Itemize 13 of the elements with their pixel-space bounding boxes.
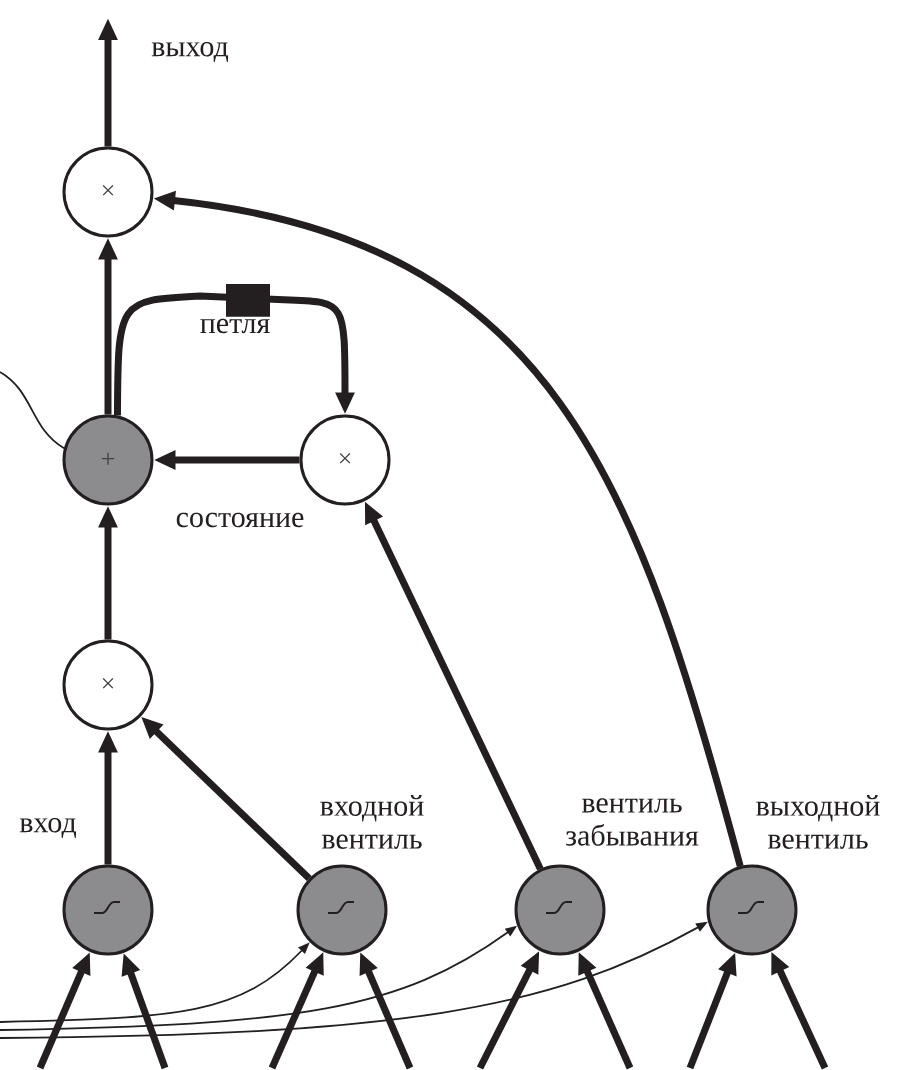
sigmoid-circle [296, 864, 388, 956]
gate-label: входной вентиль [320, 795, 424, 849]
sigmoid-circle [706, 864, 798, 956]
edge-label: выход [151, 42, 229, 62]
sigmoid-circle [62, 864, 154, 956]
state-label: состояние [176, 512, 304, 528]
arrow [113, 292, 355, 416]
gate-label: вентиль забывания [566, 798, 699, 846]
line [0, 371, 65, 450]
edge-label: вход [19, 818, 77, 838]
edge-label: петля [200, 318, 270, 334]
gate-label: выходной вентиль [756, 795, 880, 849]
sigmoid-circle [514, 864, 606, 956]
